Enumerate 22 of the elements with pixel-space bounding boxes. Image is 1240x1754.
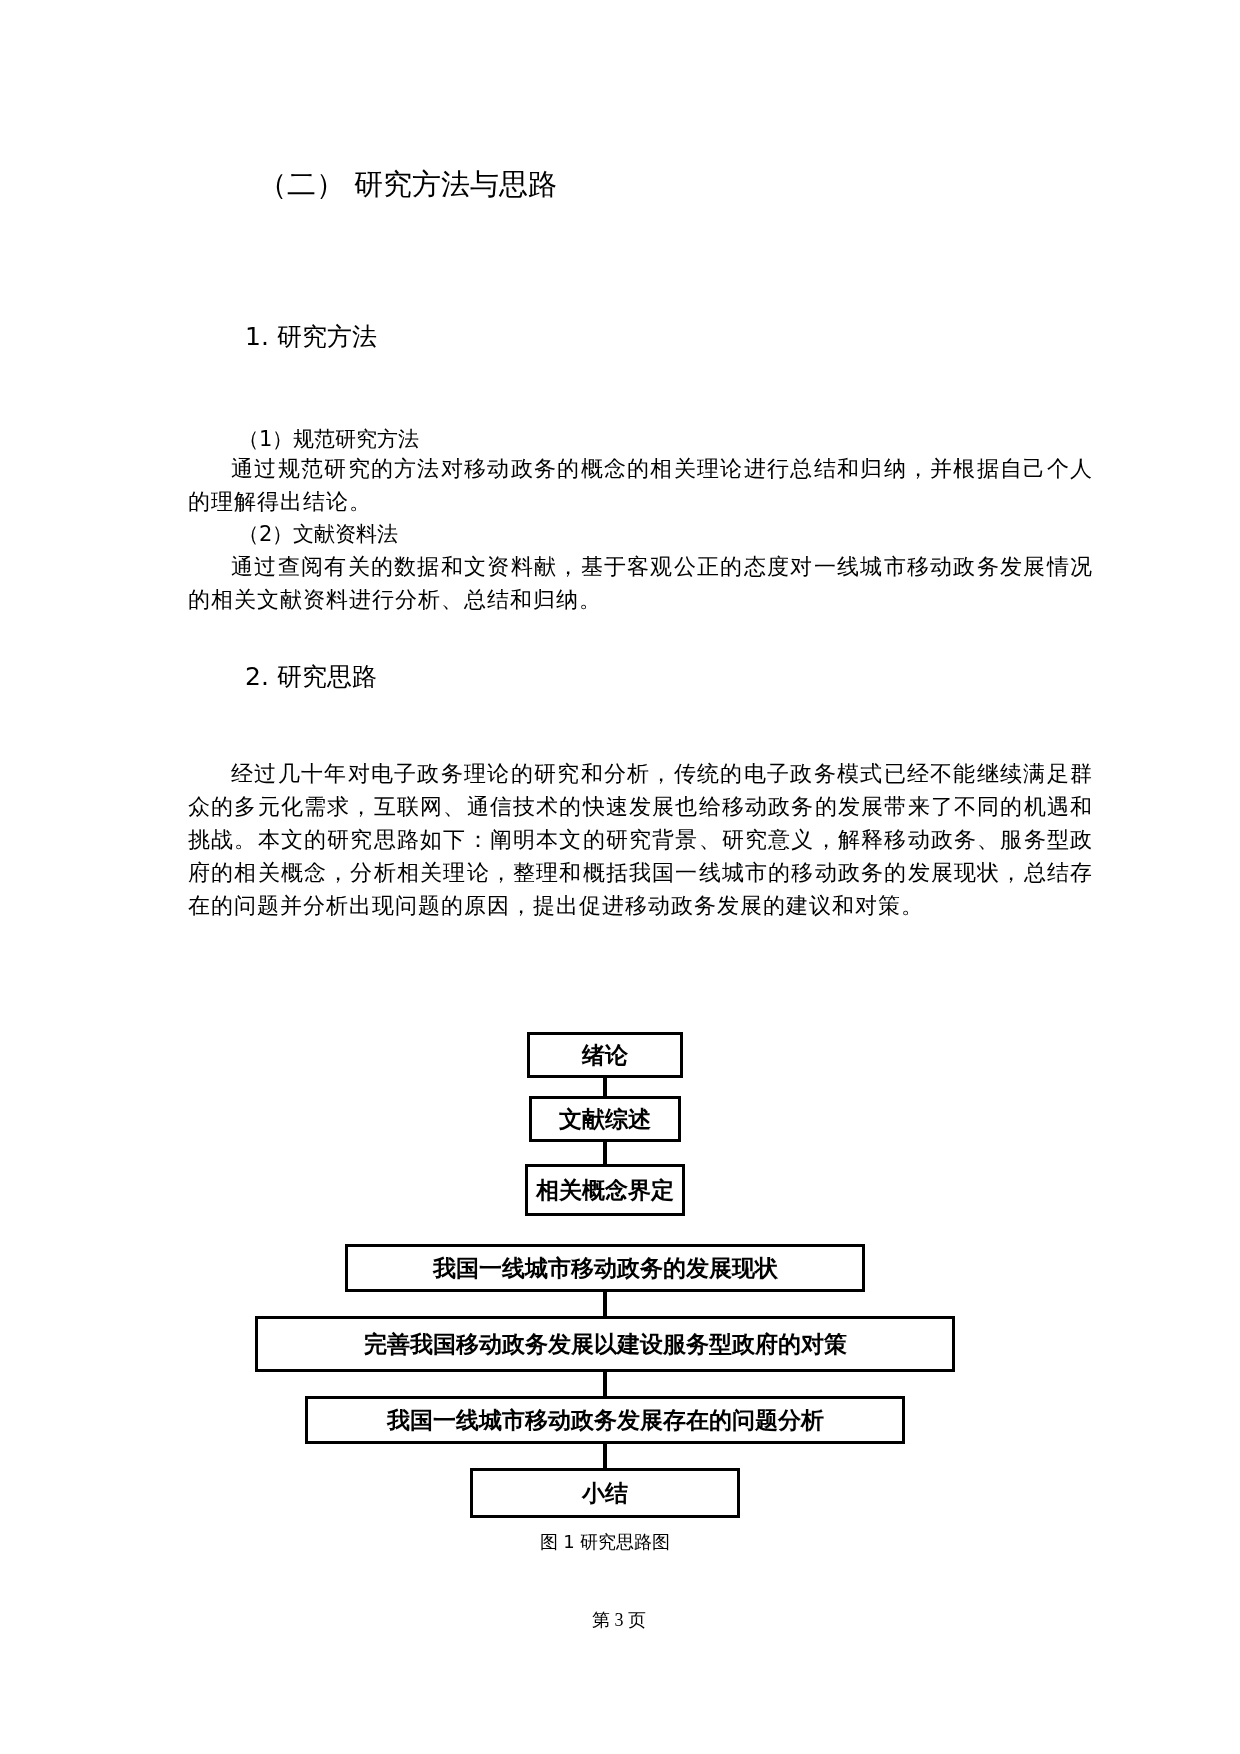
item-heading: （2）文献资料法: [238, 521, 399, 548]
page-number: 第 3 页: [592, 1609, 646, 1632]
process-box: 绪论: [527, 1032, 683, 1078]
paragraph: 通过规范研究的方法对移动政务的概念的相关理论进行总结和归纳，并根据自己个人的理解得出结论。: [188, 455, 1093, 516]
process-box: 完善我国移动政务发展以建设服务型政府的对策: [255, 1316, 955, 1372]
subsection-heading: 2. 研究思路: [245, 661, 377, 693]
process-box: 我国一线城市移动政务发展存在的问题分析: [305, 1396, 905, 1444]
process-box: 我国一线城市移动政务的发展现状: [345, 1244, 865, 1292]
process-box: 相关概念界定: [525, 1164, 685, 1216]
item-heading: （1）规范研究方法: [238, 426, 420, 453]
connector-line: [603, 1142, 607, 1164]
figure-caption: 图 1 研究思路图: [538, 1530, 672, 1554]
subsection-heading: 1. 研究方法: [245, 321, 377, 353]
paragraph: 经过几十年对电子政务理论的研究和分析，传统的电子政务模式已经不能继续满足群众的多元化需求，互联网、通信技术的快速发展也给移动政务的发展带来了不同的机遇和挑战。本文的研究思路如下：阐明本文的研究背景、研究意义，解释移动政务、服务型政府的相关概念，分析相关理论，整理和概括我国一线城市的移动政务的发展现状，总结存在的问题并分析出现问题的原因，提出促进移动政务发展的建议和对策。: [188, 760, 1093, 920]
paragraph: 通过查阅有关的数据和文资料献，基于客观公正的态度对一线城市移动政务发展情况的相关文献资料进行分析、总结和归纳。: [188, 553, 1093, 614]
process-box: 文献综述: [529, 1096, 681, 1142]
connector-line: [603, 1292, 607, 1316]
section-heading: （二） 研究方法与思路: [258, 166, 558, 203]
process-box: 小结: [470, 1468, 740, 1518]
connector-line: [603, 1444, 607, 1468]
connector-line: [603, 1078, 607, 1096]
connector-line: [603, 1372, 607, 1396]
